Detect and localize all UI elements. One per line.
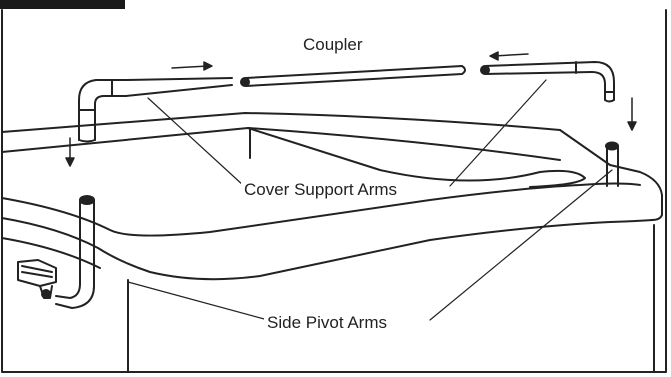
cabinet-base: [1, 224, 655, 373]
left-cover-support-arm: [78, 77, 233, 143]
leader-lines: [127, 79, 613, 321]
direction-arrows: [65, 51, 637, 167]
right-side-pivot-arm: [605, 141, 619, 187]
coupler-tube: [240, 65, 466, 87]
cover-support-arms-label: Cover Support Arms: [241, 180, 401, 200]
spa-rim: [1, 112, 663, 281]
left-side-pivot-arm: [55, 195, 95, 309]
right-cover-support-arm: [480, 61, 615, 103]
header-tab: [0, 0, 125, 9]
latch-block: [17, 259, 57, 299]
coupler-label: Coupler: [300, 35, 366, 55]
side-pivot-arms-label: Side Pivot Arms: [264, 313, 390, 333]
frame-border: [1, 9, 667, 373]
